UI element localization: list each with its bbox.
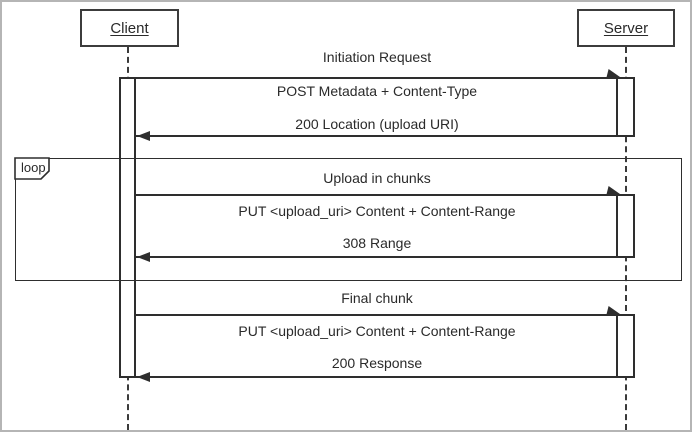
response-arrowhead-icon bbox=[137, 372, 150, 382]
request-message-label: PUT <upload_uri> Content + Content-Range bbox=[238, 203, 516, 219]
section-title: Upload in chunks bbox=[323, 170, 431, 186]
response-message-label: 308 Range bbox=[342, 235, 412, 251]
section-title: Initiation Request bbox=[322, 49, 432, 65]
section-title: Final chunk bbox=[341, 290, 413, 306]
request-message-line bbox=[136, 194, 617, 196]
server-activation-bar-2 bbox=[616, 194, 635, 258]
response-message-label: 200 Location (upload URI) bbox=[295, 116, 459, 132]
request-message-label: PUT <upload_uri> Content + Content-Range bbox=[238, 323, 516, 339]
loop-fragment-label: loop bbox=[21, 160, 46, 175]
loop-fragment-frame bbox=[15, 158, 682, 281]
client-activation-bar bbox=[119, 77, 136, 378]
actor-client-box: Client bbox=[80, 9, 179, 47]
request-message-line bbox=[136, 314, 617, 316]
request-arrowhead-icon bbox=[606, 69, 622, 82]
actor-server-box: Server bbox=[577, 9, 675, 47]
actor-client-label: Client bbox=[110, 19, 149, 37]
response-message-line bbox=[136, 376, 617, 378]
response-message-line bbox=[136, 135, 617, 137]
response-message-line bbox=[136, 256, 617, 258]
loop-fragment-pentagon-icon bbox=[14, 157, 50, 180]
server-activation-bar-1 bbox=[616, 77, 635, 137]
request-message-line bbox=[136, 77, 617, 79]
request-message-label: POST Metadata + Content-Type bbox=[276, 83, 478, 99]
response-message-label: 200 Response bbox=[331, 355, 423, 371]
server-activation-bar-3 bbox=[616, 314, 635, 378]
actor-server-label: Server bbox=[603, 19, 649, 37]
response-arrowhead-icon bbox=[137, 252, 150, 262]
request-arrowhead-icon bbox=[606, 306, 622, 319]
response-arrowhead-icon bbox=[137, 131, 150, 141]
